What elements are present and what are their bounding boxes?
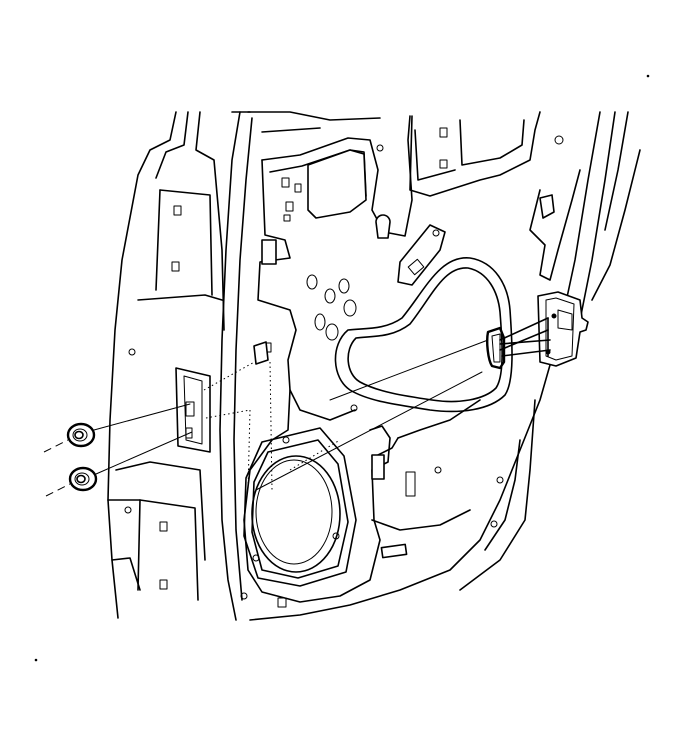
door-check-link (486, 291, 589, 370)
door-frame-pillar (107, 111, 225, 619)
nut-lower (68, 466, 98, 492)
door-inner-panel (219, 111, 641, 621)
alignment-lines (43, 339, 489, 497)
speaker-opening (243, 427, 357, 587)
nut-upper (66, 422, 96, 448)
